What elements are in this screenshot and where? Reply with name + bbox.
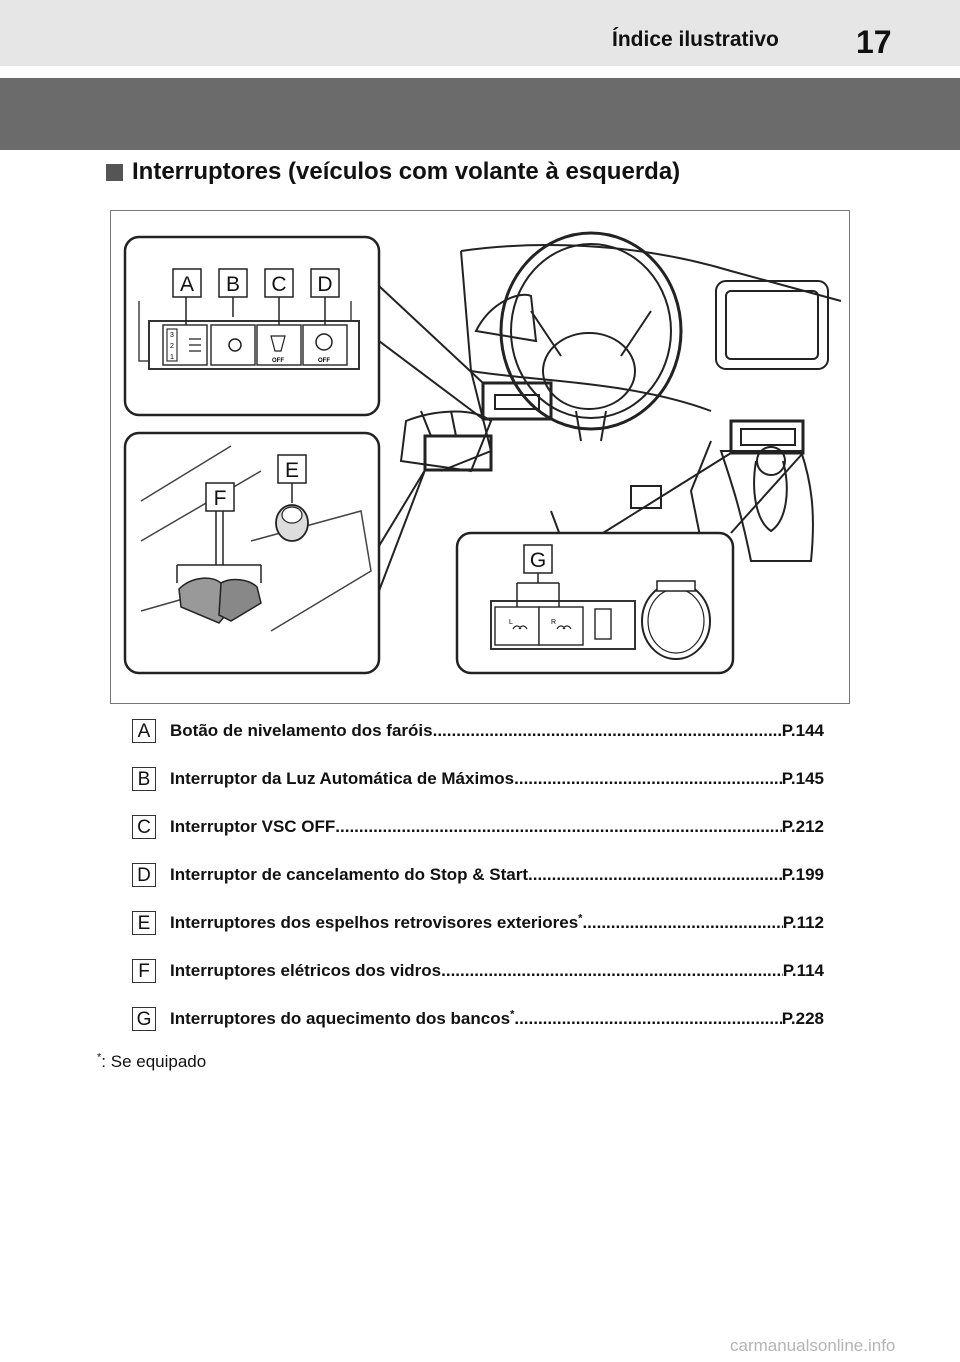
footnote-text: : Se equipado [101, 1052, 207, 1071]
svg-text:L: L [509, 619, 513, 626]
callout-a: A [180, 273, 194, 296]
legend-label: Botão de nivelamento dos faróis [170, 721, 433, 740]
panel-seat-heater-switches: L R G [455, 531, 735, 675]
legend-label: Interruptor de cancelamento do Stop & St… [170, 865, 528, 884]
dashboard-drawing: 3 2 1 OFF OFF A B [123, 231, 842, 675]
callout-d: D [317, 273, 332, 296]
page-reference: P.144 [781, 721, 824, 740]
leader-dots [335, 817, 781, 837]
legend-label: Interruptor da Luz Automática de Máximos [170, 769, 515, 788]
footnote: *: Se equipado [97, 1052, 206, 1072]
page-reference: P.228 [781, 1009, 824, 1028]
svg-text:1: 1 [170, 354, 174, 361]
legend-letter: G [132, 1007, 156, 1031]
leader-dots [433, 721, 782, 741]
legend-item-d: D Interruptor de cancelamento do Stop & … [132, 862, 832, 890]
section-heading: Interruptores (veículos com volante à es… [106, 158, 680, 186]
callout-e: E [285, 459, 299, 482]
legend-item-c: C Interruptor VSC OFF P.212 [132, 814, 832, 842]
page-reference: P.212 [781, 817, 824, 836]
svg-text:3: 3 [170, 332, 174, 339]
page-header-strip [0, 0, 960, 66]
leader-dots [528, 865, 782, 885]
heading-text: Interruptores (veículos com volante à es… [132, 158, 681, 185]
panel-headlight-switches: 3 2 1 OFF OFF A B [123, 235, 381, 417]
legend-letter: B [132, 767, 156, 791]
legend-item-g: G Interruptores do aquecimento dos banco… [132, 1006, 832, 1034]
legend-item-a: A Botão de nivelamento dos faróis P.144 [132, 718, 832, 746]
svg-text:2: 2 [170, 343, 174, 350]
legend-letter: F [132, 959, 156, 983]
page-reference: P.199 [781, 865, 824, 884]
callout-c: C [271, 273, 286, 296]
section-title: Índice ilustrativo [612, 28, 779, 51]
legend-letter: C [132, 815, 156, 839]
leader-dots [582, 913, 782, 933]
legend-label: Interruptores do aquecimento dos bancos [170, 1009, 511, 1028]
legend-letter: E [132, 911, 156, 935]
leader-dots [514, 1009, 781, 1029]
asterisk-marker: * [510, 1009, 515, 1021]
callout-f: F [214, 487, 227, 510]
legend-label: Interruptores dos espelhos retrovisores … [170, 913, 579, 932]
leader-dots [514, 769, 782, 789]
switches-illustration: 3 2 1 OFF OFF A B [110, 210, 850, 704]
legend-item-e: E Interruptores dos espelhos retrovisore… [132, 910, 832, 938]
page-number: 17 [856, 24, 892, 60]
leader-dots [441, 961, 783, 981]
svg-text:R: R [551, 619, 556, 626]
watermark: carmanualsonline.info [730, 1336, 896, 1355]
page-reference: P.112 [782, 913, 824, 932]
legend-item-b: B Interruptor da Luz Automática de Máxim… [132, 766, 832, 794]
legend-item-f: F Interruptores elétricos dos vidros P.1… [132, 958, 832, 986]
square-bullet-icon [106, 163, 123, 181]
legend-letter: D [132, 863, 156, 887]
legend-label: Interruptor VSC OFF [170, 817, 336, 836]
svg-text:OFF: OFF [272, 358, 284, 364]
svg-text:OFF: OFF [318, 358, 330, 364]
footnote-marker: * [97, 1051, 102, 1064]
page-reference: P.114 [782, 961, 824, 980]
callout-b: B [226, 273, 240, 296]
asterisk-marker: * [578, 913, 583, 925]
legend-letter: A [132, 719, 156, 743]
header-band [0, 78, 960, 150]
legend-label: Interruptores elétricos dos vidros [170, 961, 442, 980]
page-reference: P.145 [781, 769, 824, 788]
callout-g: G [530, 549, 546, 572]
panel-window-mirror-switches: E F [123, 431, 381, 675]
